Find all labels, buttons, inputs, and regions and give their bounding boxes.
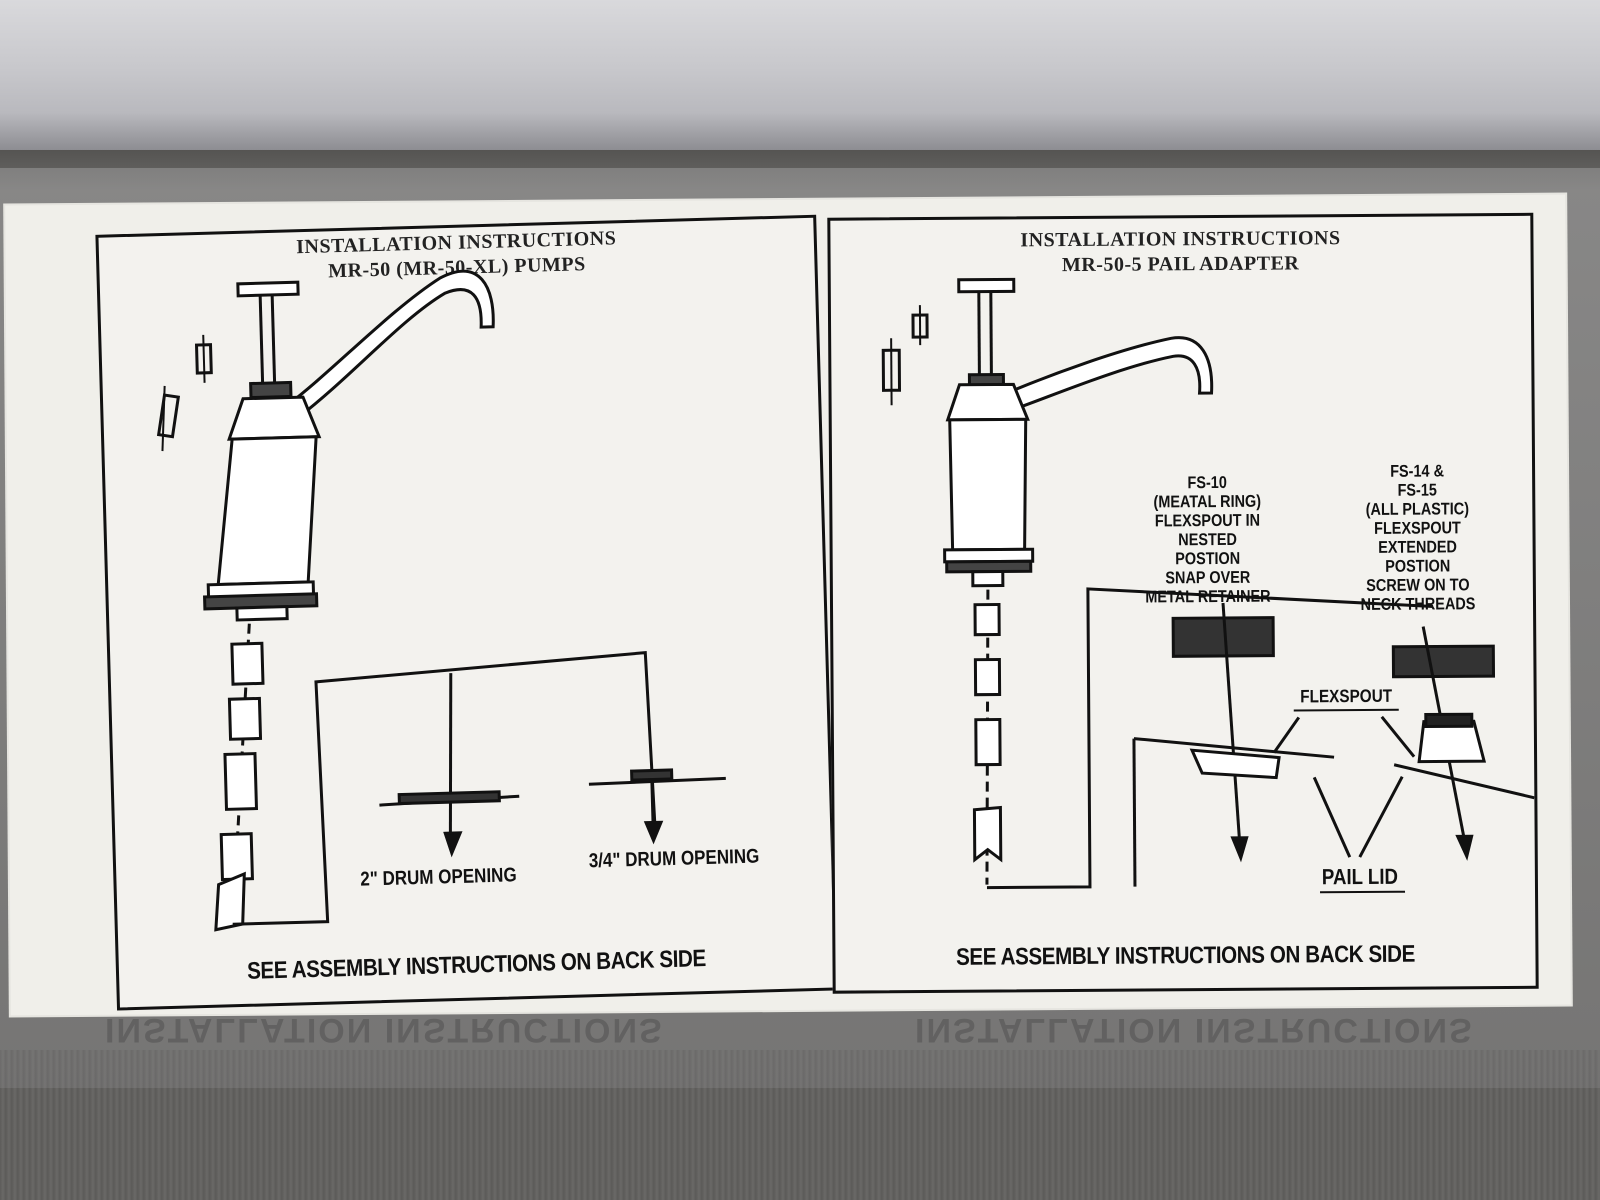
label-34in-drum-opening: 3/4" DRUM OPENING [588, 845, 760, 873]
note-fs10-flexspout: FS-10 (MEATAL RING) FLEXSPOUT IN NESTED … [1145, 472, 1271, 607]
note-fs14-fs15-flexspout: FS-14 & FS-15 (ALL PLASTIC) FLEXSPOUT EX… [1360, 461, 1476, 615]
panel-mr50-5-pail-adapter: INSTALLATION INSTRUCTIONS MR-50-5 PAIL A… [827, 212, 1539, 994]
label-pail-lid: PAIL LID [1321, 863, 1399, 890]
plastic-tube [0, 0, 1600, 150]
tube-shadow [0, 150, 1600, 190]
pump-diagram [156, 269, 726, 932]
reflection-text-right: INSTALLATION INSTRUCTIONS [915, 1011, 1474, 1049]
reflection-text-left: INSTALLATION INSTRUCTIONS [105, 1011, 664, 1049]
label-2in-drum-opening: 2" DRUM OPENING [360, 864, 517, 891]
instruction-sheet: INSTALLATION INSTRUCTIONS MR-50 (MR-50-X… [5, 194, 1571, 1016]
pail-adapter-diagram [881, 277, 1535, 894]
fabric-surface [0, 1050, 1600, 1200]
panel-mr50-pumps: INSTALLATION INSTRUCTIONS MR-50 (MR-50-X… [95, 214, 838, 1011]
label-flexspout: FLEXSPOUT [1300, 685, 1393, 707]
panel-footer: SEE ASSEMBLY INSTRUCTIONS ON BACK SIDE [955, 940, 1415, 971]
